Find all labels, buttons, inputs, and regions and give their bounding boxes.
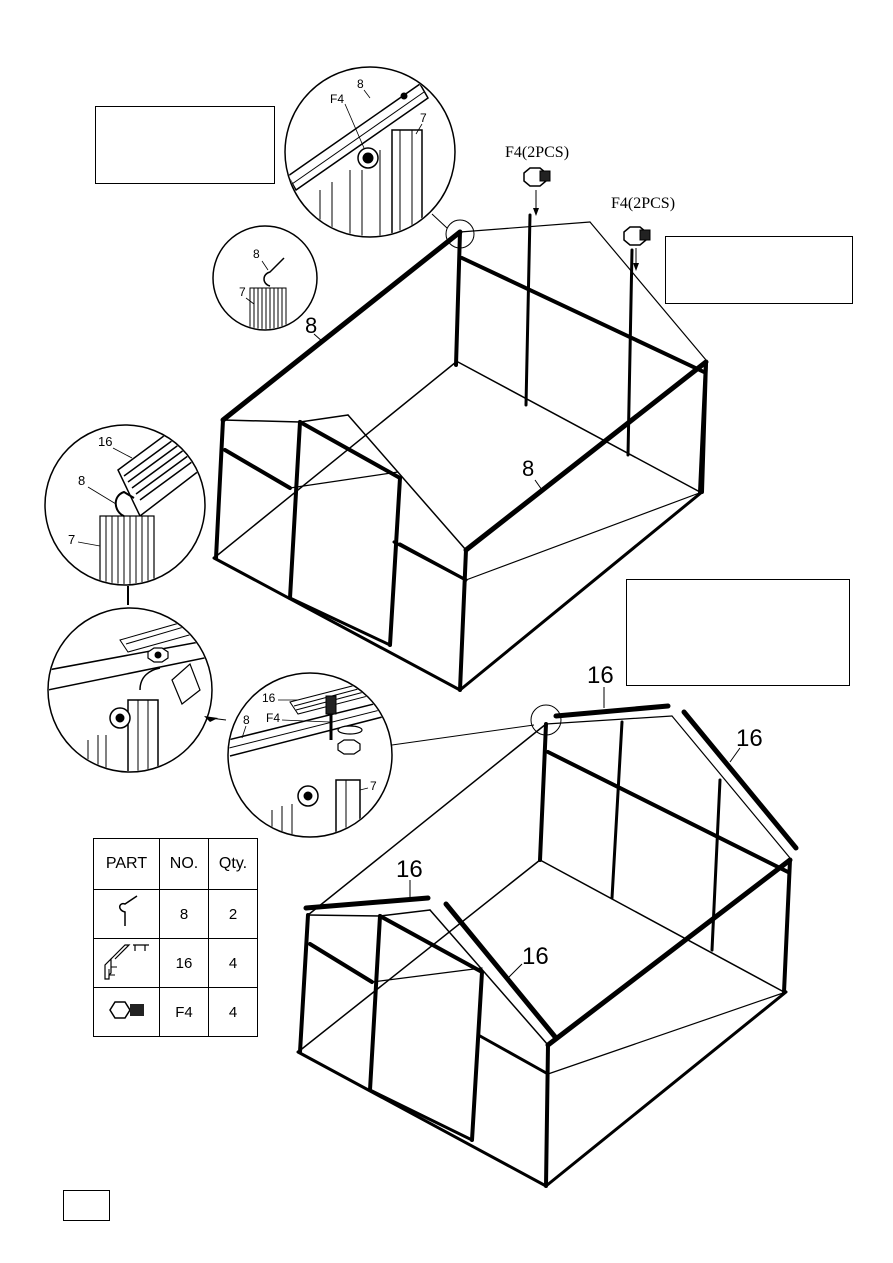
label-f4-2pcs-right: F4(2PCS) <box>611 195 675 212</box>
label-7-detail-left: 7 <box>68 532 75 547</box>
label-16-detail-bolt: 16 <box>262 691 276 705</box>
gutter-bars <box>303 703 799 1041</box>
label-8-detail-small: 8 <box>253 247 260 261</box>
label-f4-detail-top: F4 <box>330 92 344 106</box>
label-8-detail-top: 8 <box>357 77 364 91</box>
table-row: 16 4 <box>93 938 258 988</box>
part-qty: 4 <box>208 987 258 1037</box>
detail-circle-bracket <box>47 607 213 773</box>
bolt-icon <box>93 987 160 1037</box>
label-7-detail-top: 7 <box>420 111 427 125</box>
part-no: F4 <box>159 987 209 1037</box>
hook-bar-icon <box>93 889 160 939</box>
note-box-middle-right <box>626 579 850 686</box>
label-16-lower-left: 16 <box>396 856 423 883</box>
page-number-box <box>63 1190 110 1221</box>
part-no: 16 <box>159 938 209 988</box>
greenhouse-upper <box>212 213 709 692</box>
label-8-detail-bolt: 8 <box>243 713 250 727</box>
label-7-detail-bolt: 7 <box>370 779 377 793</box>
label-8-upper-left: 8 <box>305 313 317 338</box>
gutter-profile-icon <box>93 938 160 988</box>
label-8-detail-left: 8 <box>78 473 85 488</box>
header-no: NO. <box>159 838 209 890</box>
header-part: PART <box>93 838 160 890</box>
part-qty: 4 <box>208 938 258 988</box>
table-row: F4 4 <box>93 987 258 1037</box>
part-qty: 2 <box>208 889 258 939</box>
note-box-top-left <box>95 106 275 184</box>
detail-circle-gutter-hook: 16 8 7 <box>44 424 206 586</box>
detail-circle-ridge-bolt: F4 8 7 <box>284 66 456 238</box>
label-16-lower-top: 16 <box>587 662 614 689</box>
parts-table: PART NO. Qty. 8 2 16 4 <box>93 838 258 1037</box>
bolt-icon <box>523 167 551 187</box>
note-box-top-right <box>665 236 853 304</box>
bolt-icon <box>623 226 651 246</box>
label-16-detail-left: 16 <box>98 434 112 449</box>
part-no: 8 <box>159 889 209 939</box>
label-7-detail-small: 7 <box>239 285 246 299</box>
label-16-lower-middle: 16 <box>522 943 549 970</box>
greenhouse-lower <box>296 715 793 1188</box>
label-8-upper-right: 8 <box>522 456 534 481</box>
label-16-lower-right: 16 <box>736 725 763 752</box>
label-f4-2pcs-left: F4(2PCS) <box>505 144 569 161</box>
detail-circle-gutter-bolt: 16 F4 8 7 <box>227 672 393 838</box>
label-f4-detail-bolt: F4 <box>266 711 280 725</box>
detail-circle-hook-small: 8 7 <box>212 225 318 331</box>
table-row: 8 2 <box>93 889 258 939</box>
header-qty: Qty. <box>208 838 258 890</box>
